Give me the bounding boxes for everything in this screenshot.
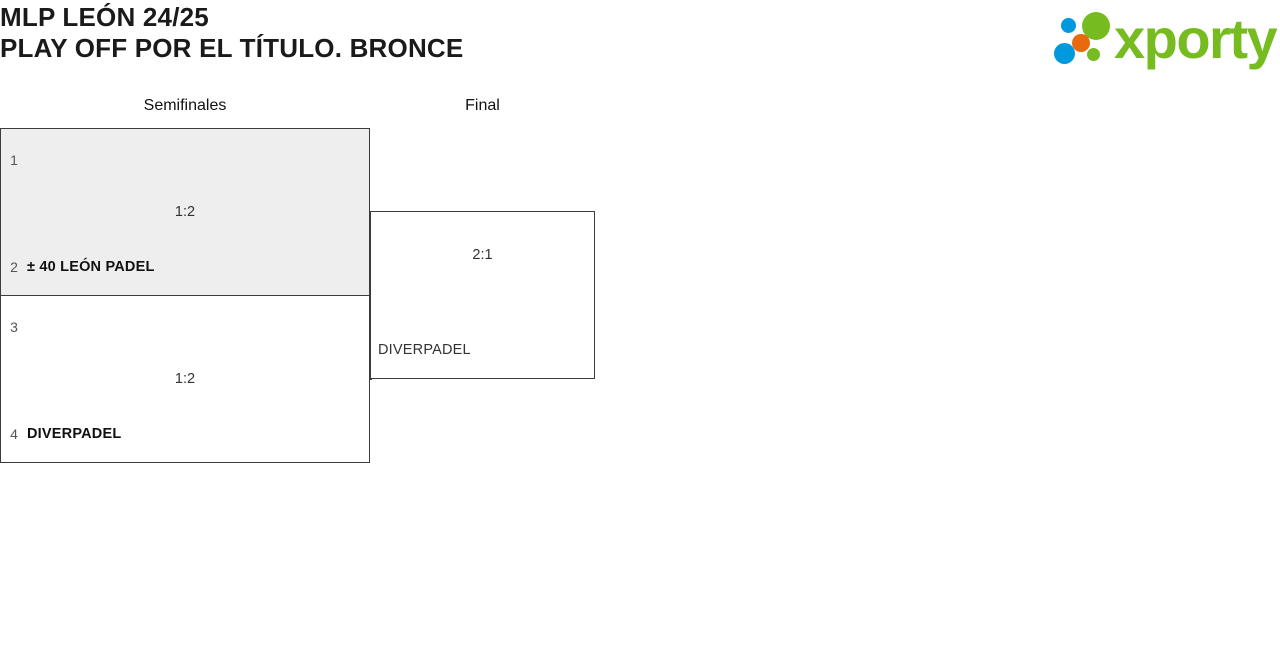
match-slot-bottom[interactable]: 2 ± 40 LEÓN PADEL [1,246,369,288]
logo-dots-icon [1052,10,1114,68]
xporty-logo[interactable]: xporty [1046,7,1278,70]
tournament-title-line-2: PLAY OFF POR EL TÍTULO. BRONCE [0,33,464,63]
page-header: MLP LEÓN 24/25 PLAY OFF POR EL TÍTULO. B… [0,0,1280,90]
connector-semifinal-2 [370,379,372,380]
seed-number: 2 [10,259,18,275]
tournament-title-block: MLP LEÓN 24/25 PLAY OFF POR EL TÍTULO. B… [0,2,900,64]
round-header-semifinales: Semifinales [143,97,227,114]
connector-semifinal-1 [370,211,372,212]
match-semifinal-1[interactable]: 1 1:2 2 ± 40 LEÓN PADEL [0,128,370,296]
logo-dot-green-small [1087,48,1100,61]
seed-number: 1 [10,152,18,168]
match-slot-bottom[interactable]: DIVERPADEL [371,329,594,371]
match-slot-top[interactable]: 1 [1,139,369,181]
seed-number: 4 [10,426,18,442]
match-score: 2:1 [472,247,493,263]
match-final[interactable]: 2:1 DIVERPADEL [370,211,595,379]
round-header-final: Final [465,97,500,114]
team-name: DIVERPADEL [378,342,471,358]
team-name: DIVERPADEL [27,426,122,442]
seed-number: 3 [10,319,18,335]
team-name: ± 40 LEÓN PADEL [27,259,155,275]
logo-dot-blue-small [1061,18,1076,33]
logo-dot-orange [1072,34,1090,52]
match-slot-bottom[interactable]: 4 DIVERPADEL [1,413,369,455]
logo-wordmark: xporty [1114,7,1278,70]
logo-dot-blue-large [1054,43,1075,64]
match-semifinal-2[interactable]: 3 1:2 4 DIVERPADEL [0,295,370,463]
match-score: 1:2 [174,204,196,220]
tournament-title-line-1: MLP LEÓN 24/25 [0,2,209,32]
match-score: 1:2 [174,371,196,387]
match-slot-top[interactable]: 3 [1,306,369,348]
